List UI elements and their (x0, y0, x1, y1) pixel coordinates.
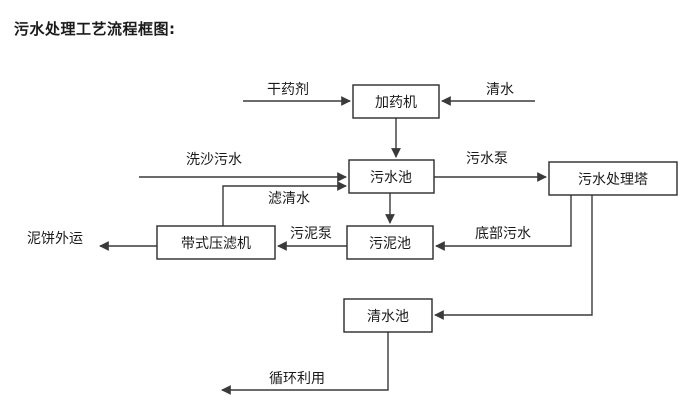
node-treatment-tower-box (548, 161, 678, 196)
node-belt-filter-press[interactable]: 带式压滤机 (156, 225, 276, 260)
edge-label-clean-water: 清水 (486, 82, 514, 98)
node-treatment-tower-label: 污水处理塔 (578, 172, 648, 188)
node-belt-filter-press-box (156, 225, 276, 260)
node-treatment-tower[interactable]: 污水处理塔 (548, 161, 678, 196)
edge-label-dry-agent: 干药剂 (267, 82, 309, 98)
edge-label-sewage-pump: 污水泵 (466, 151, 508, 167)
node-sewage-pool-box (348, 159, 435, 194)
page-title: 污水处理工艺流程框图: (14, 20, 176, 38)
node-sludge-pool-label: 污泥池 (369, 236, 411, 252)
connector-clear-water-pool-to-recycle (221, 332, 389, 395)
node-dosing-machine-label: 加药机 (375, 95, 417, 111)
node-sewage-pool[interactable]: 污水池 (348, 159, 435, 194)
node-sludge-pool-box (346, 225, 434, 260)
node-clear-water-pool-box (343, 298, 433, 333)
node-sludge-pool[interactable]: 污泥池 (346, 225, 434, 260)
edge-label-recycle-use: 循环利用 (269, 371, 325, 387)
edge-label-bottom-sewage: 底部污水 (475, 226, 531, 242)
edge-label-mud-cake-out: 泥饼外运 (27, 231, 83, 247)
connector-tower-bottom-sewage-to-sludge-pool (435, 195, 572, 251)
connector-filtrate-to-sewage-pool (222, 181, 347, 226)
node-clear-water-pool[interactable]: 清水池 (343, 298, 433, 333)
edge-label-filtrate: 滤清水 (268, 191, 310, 207)
connector-layer (99, 96, 593, 395)
node-dosing-machine[interactable]: 加药机 (352, 84, 440, 119)
edge-label-sand-wastewater: 洗沙污水 (186, 152, 242, 168)
node-clear-water-pool-label: 清水池 (367, 309, 409, 325)
connector-tower-to-clear-water-pool (434, 195, 593, 320)
node-dosing-machine-box (352, 84, 440, 119)
node-belt-filter-press-label: 带式压滤机 (181, 236, 251, 252)
node-sewage-pool-label: 污水池 (370, 170, 412, 186)
edge-label-sludge-pump: 污泥泵 (290, 226, 332, 242)
